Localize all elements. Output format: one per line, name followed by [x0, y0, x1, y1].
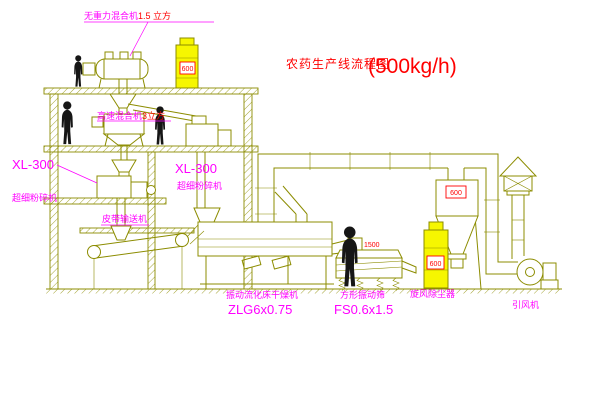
diagram-title: 农药生产线流程图: [286, 56, 390, 71]
cabinet-right-badge: 600: [430, 261, 442, 268]
mill-left: [96, 172, 156, 241]
cyclone-badge: 600: [450, 190, 462, 197]
screen-feed-badge: 1500: [364, 242, 380, 249]
label-cyclone: 旋风除尘器: [410, 288, 455, 299]
dust-collector-cabinet: 600: [423, 221, 449, 289]
label-dryer-name: 振动流化床干燥机: [226, 289, 298, 300]
label-hs-mixer-capacity: 3立方: [142, 110, 165, 121]
label-mid-mill-model: XL-300: [175, 161, 217, 176]
label-belt-conveyor: 皮带输送机: [102, 213, 147, 224]
label-top-mixer: 无重力混合机1.5 立方: [84, 10, 171, 21]
mill-mid: [185, 115, 232, 208]
worker-figure: [61, 101, 73, 145]
label-high-speed-mixer: 高速混合机3立方: [97, 110, 165, 121]
belt-conveyor: [87, 224, 205, 289]
building-frame: [43, 87, 259, 290]
label-screen-model: FS0.6x1.5: [334, 302, 393, 317]
label-mid-mill-name: 超细粉碎机: [177, 180, 222, 191]
label-left-mill-model: XL-300: [12, 157, 54, 172]
diagram-capacity: (500kg/h): [368, 55, 457, 78]
label-fan: 引风机: [512, 299, 539, 310]
roof-mixer: [82, 51, 201, 123]
label-top-mixer-capacity: 1.5 立方: [138, 10, 171, 21]
cabinet-top-badge: 600: [182, 66, 194, 73]
labels: 无重力混合机1.5 立方 高速混合机3立方 XL-300 超细粉碎机 XL-30…: [12, 10, 539, 317]
label-hs-mixer-name: 高速混合机: [97, 110, 142, 121]
worker-figure: [74, 55, 83, 87]
label-dryer-model: ZLG6x0.75: [228, 302, 292, 317]
exhaust-stack: [498, 156, 538, 259]
exhaust-duct: [255, 152, 518, 275]
fluid-bed-dryer: [193, 207, 349, 289]
label-top-mixer-name: 无重力混合机: [84, 10, 138, 21]
label-left-mill-name: 超细粉碎机: [12, 192, 57, 203]
induced-draft-fan: [516, 258, 559, 290]
control-cabinet-top: 600: [175, 37, 199, 89]
high-speed-mixer: [91, 113, 146, 173]
label-screen-name: 方形振动筛: [340, 289, 385, 300]
ground-line: [46, 288, 562, 294]
